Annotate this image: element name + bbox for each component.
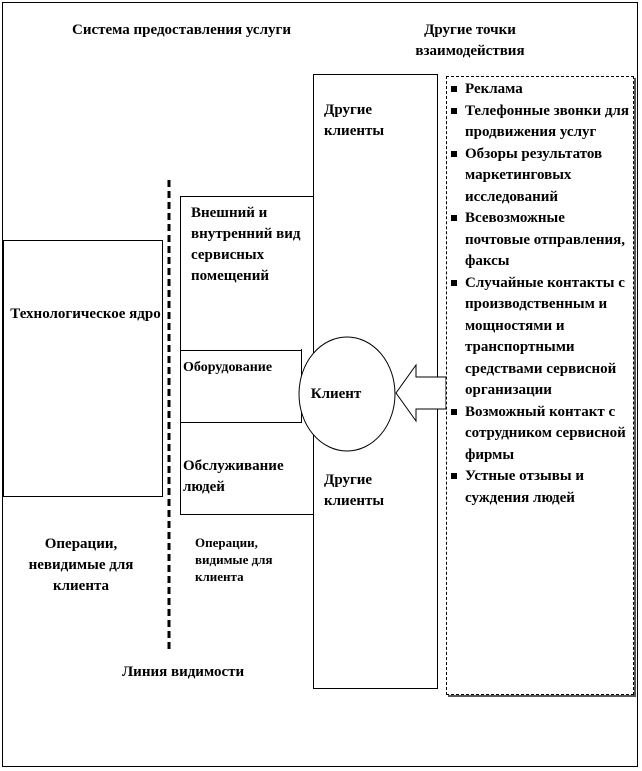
bullet-icon xyxy=(451,86,457,92)
other-clients-bottom-label: Другие клиенты xyxy=(324,472,385,509)
touchpoint-item: Реклама xyxy=(447,79,633,101)
other-clients-top-label: Другие клиенты xyxy=(324,102,385,139)
appearance-label: Внешний и внутренний вид сервисных помещ… xyxy=(191,205,301,284)
visibility-line-label: Линия видимости xyxy=(122,664,245,680)
touchpoint-item: Всевозможные почтовые отправления, факсы xyxy=(447,208,633,273)
staff-label: Обслуживание людей xyxy=(183,458,284,495)
touchpoint-item: Возможный контакт с сотрудником сервисно… xyxy=(447,402,633,467)
touchpoint-item: Случайные контакты с производственным и … xyxy=(447,273,633,402)
touchpoint-item: Обзоры результатов маркетинговых исследо… xyxy=(447,144,633,209)
invisible-operations-label: Операции, невидимые для клиента xyxy=(28,536,134,594)
equipment-label: Оборудование xyxy=(183,360,273,375)
technological-core-label: Технологическое ядро xyxy=(10,306,161,322)
service-system-title: Система предоставления услуги xyxy=(72,22,291,38)
bullet-icon xyxy=(451,150,457,157)
bullet-icon xyxy=(451,215,457,221)
bullet-icon xyxy=(451,408,457,415)
equipment-divider-top xyxy=(180,350,302,351)
bullet-icon xyxy=(451,279,457,286)
visible-parts-box: Внешний и внутренний вид сервисных помещ… xyxy=(180,196,315,515)
touchpoints-box: Реклама Телефонные звонки для продвижени… xyxy=(446,76,634,695)
technological-core-box: Технологическое ядро xyxy=(3,240,163,497)
visible-operations-label: Операции, видимые для клиента xyxy=(195,535,273,584)
touchpoint-item: Устные отзывы и суждения людей xyxy=(447,466,633,509)
touchpoints-title: Другие точки взаимодействия xyxy=(415,22,525,59)
bullet-icon xyxy=(451,107,457,114)
bullet-icon xyxy=(451,473,457,479)
equipment-divider-bottom xyxy=(180,422,302,423)
touchpoints-list: Реклама Телефонные звонки для продвижени… xyxy=(447,79,633,509)
touchpoint-item: Телефонные звонки для продвижения услуг xyxy=(447,101,633,144)
client-label: Клиент xyxy=(310,386,362,402)
